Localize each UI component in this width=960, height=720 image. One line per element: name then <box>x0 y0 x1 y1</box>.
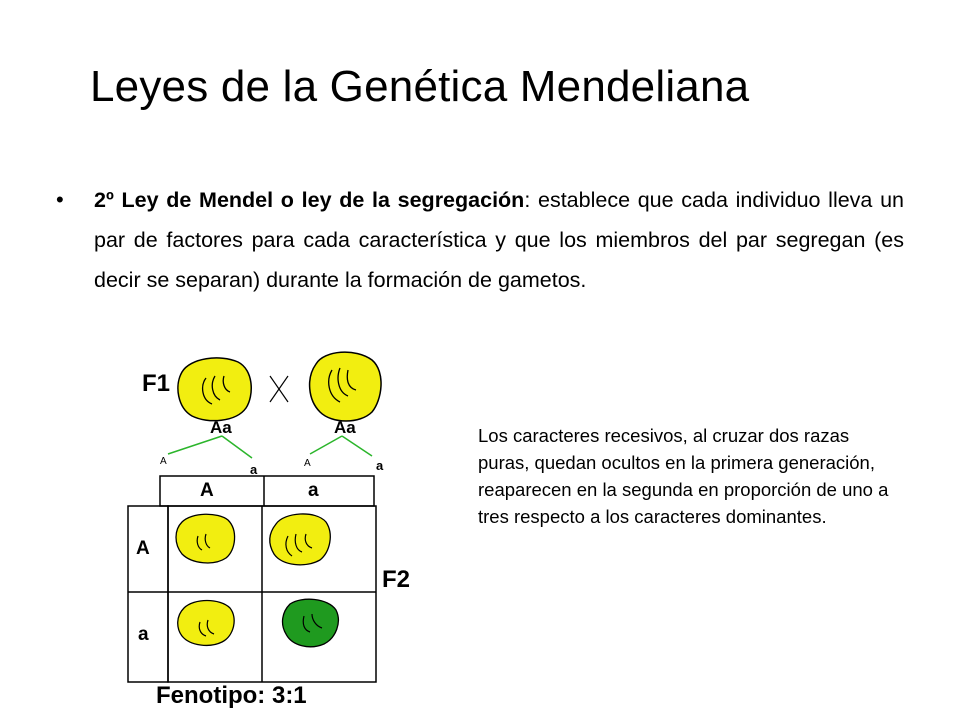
row-header-a: a <box>138 624 149 645</box>
cell-Aa-bottom-seed <box>177 599 235 647</box>
punnett-diagram <box>127 351 382 683</box>
side-note: Los caracteres recesivos, al cruzar dos … <box>478 425 889 527</box>
cell-aa-seed <box>281 598 339 648</box>
gamete-left-a: a <box>250 462 258 477</box>
gamete-left-A: A <box>160 456 167 467</box>
parent-right-seed <box>308 351 382 422</box>
parent-left-seed <box>177 357 252 422</box>
row-header-A: A <box>136 538 150 559</box>
column-header-A: A <box>200 480 214 501</box>
bullet-dot-icon: • <box>56 187 64 212</box>
cell-Aa-top-seed <box>269 513 331 566</box>
column-header-a: a <box>308 480 319 501</box>
phenotype-label: Fenotipo: 3:1 <box>156 682 307 709</box>
slide-title: Leyes de la Genética Mendeliana <box>90 62 750 111</box>
f1-label: F1 <box>142 370 171 397</box>
gamete-right-A: A <box>304 458 311 469</box>
bullet-bold-lead: 2º Ley de Mendel o ley de la segregación <box>94 188 525 212</box>
bullet-item: • 2º Ley de Mendel o ley de la segregaci… <box>56 180 904 300</box>
parent-left-genotype: Aa <box>210 418 232 437</box>
punnett-figure: F1 F2 Aa Aa A a A a A a A a Fenotipo: 3:… <box>120 340 420 720</box>
gamete-right-a: a <box>376 458 384 473</box>
f2-label: F2 <box>382 566 411 593</box>
bullet-rest: : establece que cada individuo lleva un … <box>94 188 905 292</box>
parent-right-genotype: Aa <box>334 418 356 437</box>
bullet-text: 2º Ley de Mendel o ley de la segregación… <box>94 180 904 300</box>
